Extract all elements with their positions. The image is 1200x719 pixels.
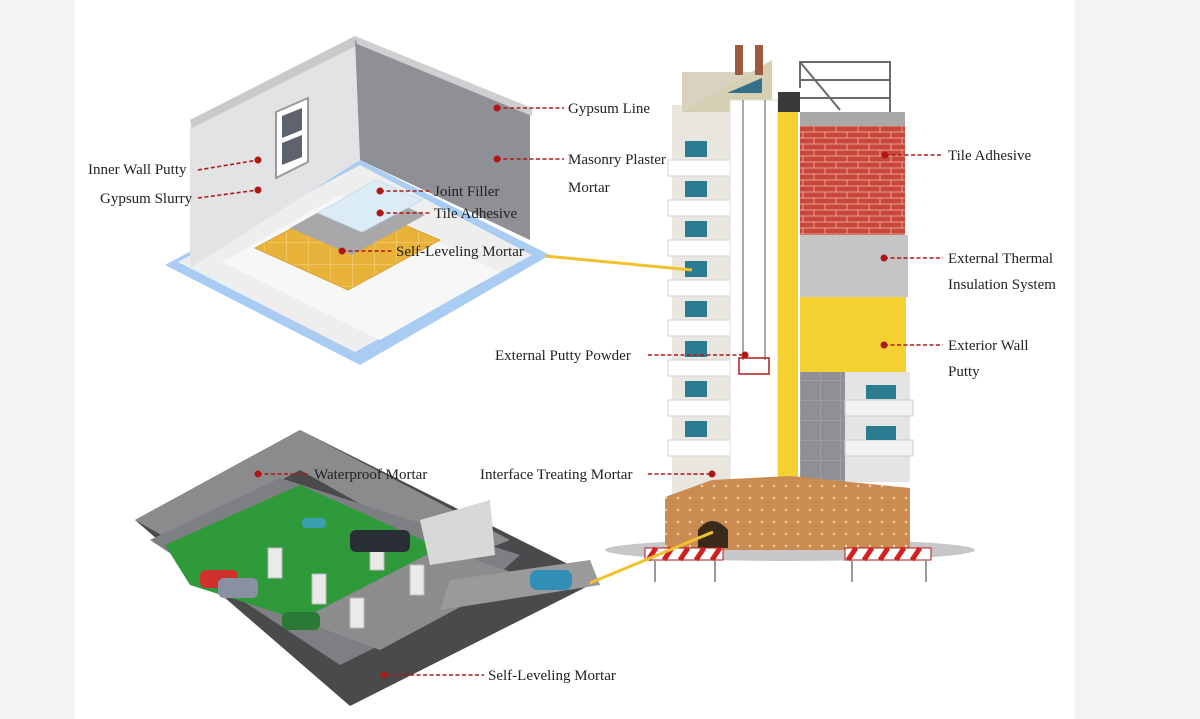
label-external-putty-powder: External Putty Powder xyxy=(495,348,631,364)
car-icon xyxy=(200,518,572,630)
label-tile-adhesive-building: Tile Adhesive xyxy=(948,148,1032,164)
label-joint-filler: Joint Filler xyxy=(434,184,499,200)
barrier-left xyxy=(644,546,724,582)
label-waterproof-mortar: Waterproof Mortar xyxy=(314,467,427,483)
label-external-thermal-line2: Insulation System xyxy=(948,277,1056,293)
interior-room-illustration xyxy=(165,36,550,365)
right-wall xyxy=(355,40,530,240)
thermal-insulation-panel xyxy=(800,235,908,297)
label-inner-wall-putty: Inner Wall Putty xyxy=(88,162,187,178)
underground-garage-illustration xyxy=(135,430,600,706)
exterior-putty-panel xyxy=(800,297,906,372)
roof-railing xyxy=(799,61,891,112)
label-interface-treating: Interface Treating Mortar xyxy=(480,467,632,483)
building-illustration xyxy=(605,45,975,582)
window-icon xyxy=(275,96,309,180)
barrier-right xyxy=(844,546,932,582)
label-gypsum-slurry: Gypsum Slurry xyxy=(100,191,193,207)
label-masonry-plaster-line1: Masonry Plaster xyxy=(568,152,666,168)
label-external-thermal-line1: External Thermal xyxy=(948,251,1053,267)
label-exterior-wall-putty-line2: Putty xyxy=(948,364,980,380)
label-gypsum-line: Gypsum Line xyxy=(568,101,650,117)
connector-lines xyxy=(544,254,714,585)
label-self-leveling-garage: Self-Leveling Mortar xyxy=(488,668,616,684)
leader-lines xyxy=(197,107,943,676)
marker-dots xyxy=(254,104,889,679)
label-exterior-wall-putty-line1: Exterior Wall xyxy=(948,338,1029,354)
label-tile-adhesive-room: Tile Adhesive xyxy=(434,206,518,222)
label-masonry-plaster-line2: Mortar xyxy=(568,180,610,196)
label-self-leveling-room: Self-Leveling Mortar xyxy=(396,244,524,260)
brick-facade xyxy=(800,125,905,235)
